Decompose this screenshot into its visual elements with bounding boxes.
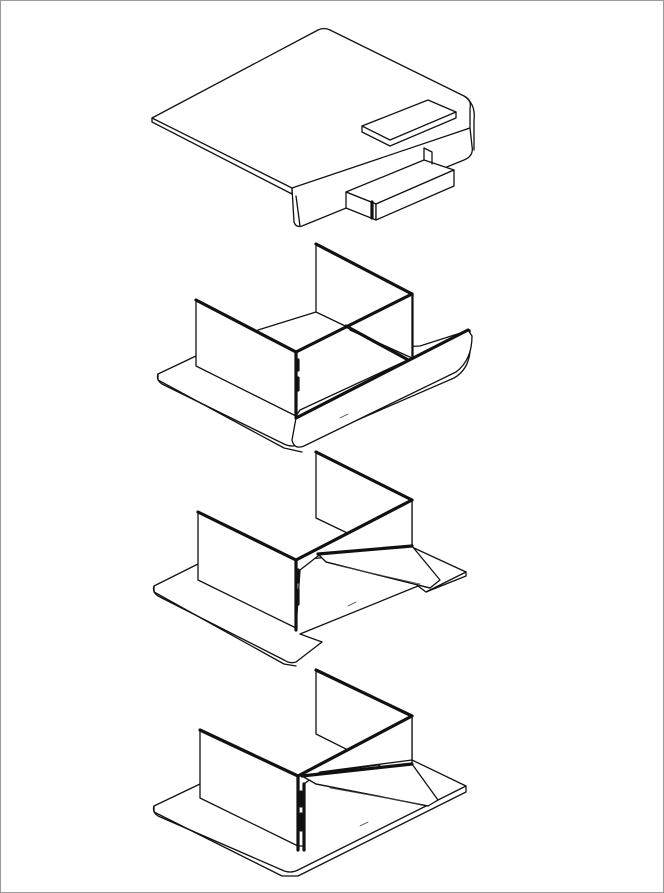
tray1-front-lip [291, 329, 473, 448]
base-tray-with-ramp [152, 668, 467, 877]
tray-with-front-lip [156, 242, 473, 453]
cover-lid [151, 27, 475, 228]
lid-edge [151, 117, 293, 195]
tray-with-ramp [152, 450, 467, 667]
